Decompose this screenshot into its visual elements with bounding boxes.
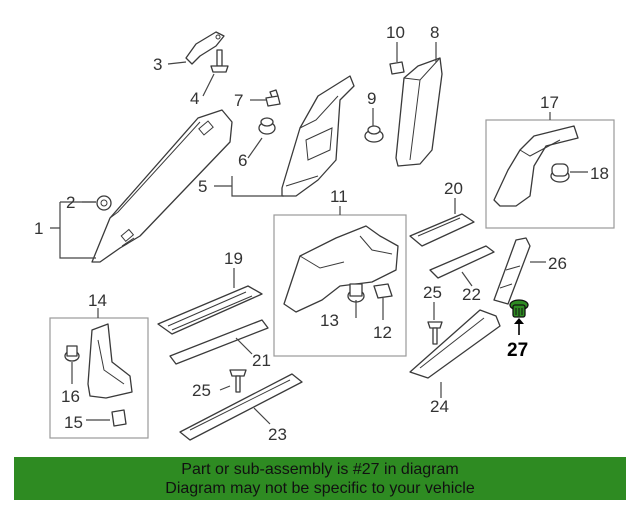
part-19-scuff-plate[interactable]: [157, 285, 263, 335]
callout-7: 7: [234, 91, 243, 110]
callout-23: 23: [268, 425, 287, 444]
part-16-grommet[interactable]: [64, 345, 80, 362]
part-9-grommet[interactable]: [364, 125, 384, 143]
callout-12: 12: [373, 323, 392, 342]
callout-27: 27: [507, 340, 528, 361]
callout-24: 24: [430, 397, 449, 416]
callout-2: 2: [66, 193, 75, 212]
part-7-clip[interactable]: [265, 89, 281, 107]
callout-5: 5: [198, 177, 207, 196]
callout-11: 11: [330, 187, 348, 206]
callout-25b: 25: [192, 381, 211, 400]
part-23-sill-trim[interactable]: [179, 373, 303, 441]
part-20-scuff-plate[interactable]: [409, 213, 475, 247]
callout-8: 8: [430, 23, 439, 42]
callout-9: 9: [367, 89, 376, 108]
callout-22: 22: [462, 285, 481, 304]
callout-10: 10: [386, 23, 405, 42]
banner-line-2: Diagram may not be specific to your vehi…: [165, 480, 475, 497]
part-26-bracket[interactable]: [493, 237, 531, 305]
callout-4: 4: [190, 89, 199, 108]
callout-1: 1: [34, 219, 43, 238]
banner-line-1: Part or sub-assembly is #27 in diagram: [181, 461, 459, 478]
callout-16: 16: [61, 387, 80, 406]
callout-20: 20: [444, 179, 463, 198]
part-3-bracket[interactable]: [185, 31, 225, 65]
part-10-clip[interactable]: [389, 61, 405, 75]
leader-lines: [50, 42, 588, 425]
callout-26: 26: [548, 254, 567, 273]
part-14-trim-panel[interactable]: [87, 323, 133, 399]
part-25-screw-a[interactable]: [427, 321, 443, 345]
callout-19: 19: [224, 249, 243, 268]
callout-6: 6: [238, 151, 247, 170]
part-21-bracket[interactable]: [169, 319, 269, 365]
callout-17: 17: [540, 93, 559, 112]
callout-3: 3: [153, 55, 162, 74]
part-25-screw-b[interactable]: [229, 369, 247, 393]
part-17-pillar-trim[interactable]: [493, 125, 579, 207]
callout-15: 15: [64, 413, 83, 432]
callout-13: 13: [320, 311, 339, 330]
callout-21: 21: [252, 351, 271, 370]
part-1-a-pillar-trim[interactable]: [91, 109, 233, 263]
part-18-grommet[interactable]: [550, 163, 570, 183]
part-24-sill-trim[interactable]: [409, 309, 501, 379]
part-12-clip[interactable]: [373, 283, 393, 299]
callout-18: 18: [590, 164, 609, 183]
part-6-grommet[interactable]: [258, 117, 276, 135]
part-22-bracket[interactable]: [429, 245, 495, 279]
part-11-quarter-trim[interactable]: [283, 225, 399, 313]
part-2-clip[interactable]: [96, 195, 112, 211]
part-4-screw[interactable]: [210, 49, 229, 73]
info-banner: Part or sub-assembly is #27 in diagram D…: [14, 457, 626, 500]
part-5-b-pillar-trim[interactable]: [281, 75, 355, 197]
parts-diagram: 1 2 3 4 5 6 7 8 9 10 11 12 13 14 15 16 1…: [34, 23, 615, 444]
part-13-grommet[interactable]: [347, 283, 365, 303]
callout-14: 14: [88, 291, 107, 310]
part-27-clip[interactable]: [509, 299, 529, 318]
part-8-c-pillar-trim[interactable]: [395, 57, 443, 167]
callout-25a: 25: [423, 283, 442, 302]
part-15-clip[interactable]: [111, 409, 127, 427]
